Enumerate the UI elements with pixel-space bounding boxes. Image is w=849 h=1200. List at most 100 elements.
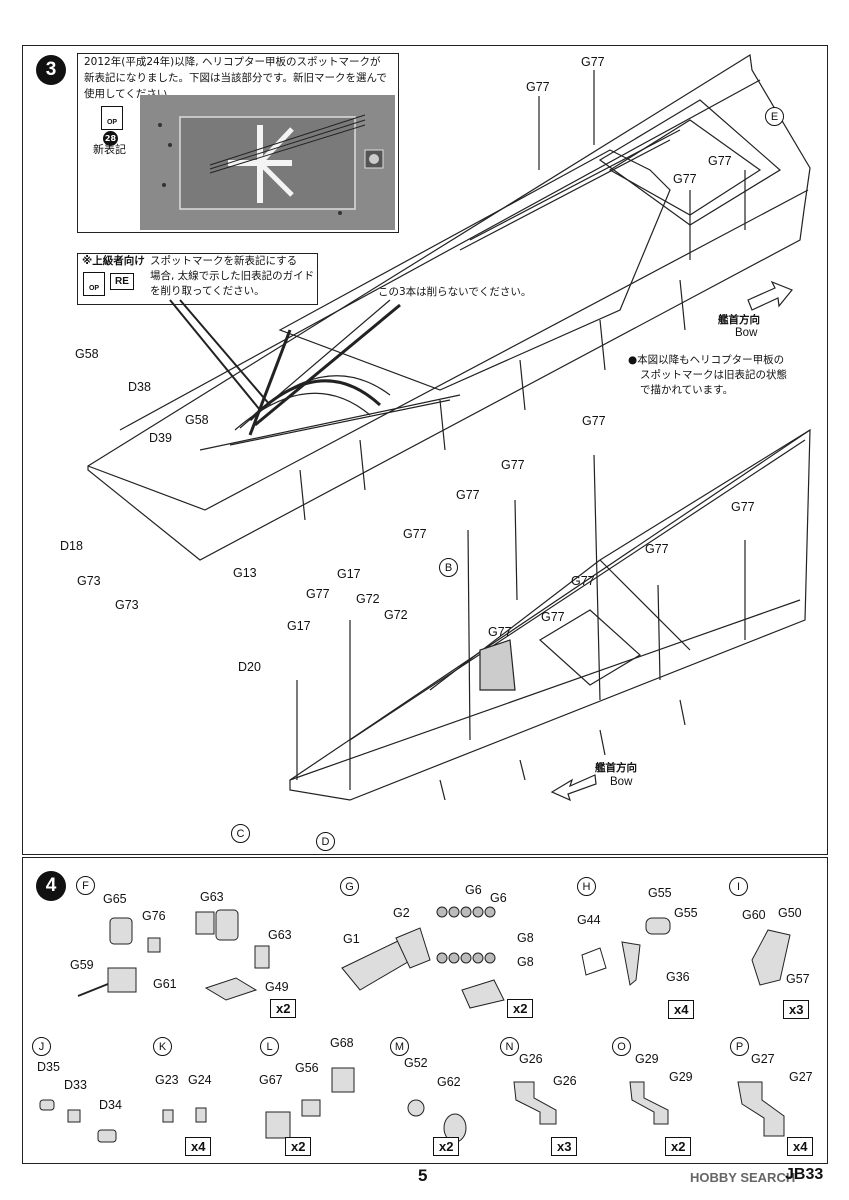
- part-label: D34: [99, 1098, 122, 1112]
- part-label: G72: [384, 608, 408, 622]
- old-mark-note-line-2: スポットマークは旧表記の状態: [640, 369, 787, 381]
- part-label: G77: [501, 458, 525, 472]
- quantity-badge: x4: [185, 1137, 212, 1156]
- part-label: G59: [70, 958, 94, 972]
- part-label: G26: [519, 1052, 543, 1066]
- quantity-badge: x2: [285, 1137, 312, 1156]
- part-label: G61: [153, 977, 177, 991]
- quantity-badge: x2: [665, 1137, 692, 1156]
- sub-assembly-k-marker: K: [153, 1037, 172, 1056]
- sub-assembly-d-marker: D: [316, 832, 335, 851]
- page-number: 5: [418, 1166, 428, 1185]
- part-label: G55: [674, 906, 698, 920]
- sub-assembly-o-marker: O: [612, 1037, 631, 1056]
- quantity-badge: x4: [668, 1000, 695, 1019]
- sub-assembly-n-marker: N: [500, 1037, 519, 1056]
- part-label: G77: [708, 154, 732, 168]
- part-label: G17: [337, 567, 361, 581]
- part-label: G6: [490, 891, 507, 905]
- part-label: G29: [669, 1070, 693, 1084]
- part-label: G58: [75, 347, 99, 361]
- part-label: G77: [541, 610, 565, 624]
- part-label: G49: [265, 980, 289, 994]
- sub-assembly-c-marker: C: [231, 824, 250, 843]
- quantity-badge: x2: [433, 1137, 460, 1156]
- part-label: D33: [64, 1078, 87, 1092]
- sub-assembly-i-marker: I: [729, 877, 748, 896]
- part-label: G77: [582, 414, 606, 428]
- part-label: G26: [553, 1074, 577, 1088]
- quantity-badge: x2: [507, 999, 534, 1018]
- part-label: D38: [128, 380, 151, 394]
- part-label: G67: [259, 1073, 283, 1087]
- part-label: G13: [233, 566, 257, 580]
- part-label: G73: [115, 598, 139, 612]
- part-label: G2: [393, 906, 410, 920]
- part-label: G77: [456, 488, 480, 502]
- advanced-op-icon: OP: [83, 272, 105, 296]
- part-label: G76: [142, 909, 166, 923]
- sub-assembly-f-marker: F: [76, 876, 95, 895]
- sub-assembly-p-marker: P: [730, 1037, 749, 1056]
- part-label: G24: [188, 1073, 212, 1087]
- sub-assembly-h-marker: H: [577, 877, 596, 896]
- part-label: G73: [77, 574, 101, 588]
- part-label: G77: [673, 172, 697, 186]
- sub-assembly-g-marker: G: [340, 877, 359, 896]
- part-label: G56: [295, 1061, 319, 1075]
- inset-op-icon: OP: [101, 106, 123, 130]
- step4-number: 4: [36, 871, 66, 901]
- part-label: G50: [778, 906, 802, 920]
- part-label: G55: [648, 886, 672, 900]
- step4-frame: [22, 857, 828, 1164]
- part-label: G63: [200, 890, 224, 904]
- hobby-search-watermark: HOBBY SEARCH: [690, 1170, 796, 1185]
- part-label: G63: [268, 928, 292, 942]
- bow-label-jp-upper: 艦首方向: [718, 314, 760, 326]
- part-label: G68: [330, 1036, 354, 1050]
- sub-assembly-l-marker: L: [260, 1037, 279, 1056]
- part-label: D35: [37, 1060, 60, 1074]
- sub-assembly-e-marker: E: [765, 107, 784, 126]
- quantity-badge: x4: [787, 1137, 814, 1156]
- part-label: G52: [404, 1056, 428, 1070]
- quantity-badge: x2: [270, 999, 297, 1018]
- part-label: G77: [526, 80, 550, 94]
- part-label: G27: [789, 1070, 813, 1084]
- advanced-line-3: を削り取ってください。: [150, 285, 265, 297]
- step3-number: 3: [36, 55, 66, 85]
- part-label: G8: [517, 931, 534, 945]
- quantity-badge: x3: [551, 1137, 578, 1156]
- part-label: G44: [577, 913, 601, 927]
- bow-label-jp-lower: 艦首方向: [595, 762, 637, 774]
- part-label: G36: [666, 970, 690, 984]
- part-label: G62: [437, 1075, 461, 1089]
- part-label: G57: [786, 972, 810, 986]
- part-label: G65: [103, 892, 127, 906]
- part-label: D20: [238, 660, 261, 674]
- do-not-cut-note: この3本は削らないでください。: [378, 286, 532, 298]
- advanced-line-2: 場合, 太線で示した旧表記のガイド: [150, 270, 315, 282]
- part-label: G8: [517, 955, 534, 969]
- part-label: G58: [185, 413, 209, 427]
- part-label: G23: [155, 1073, 179, 1087]
- kit-code: JB33: [785, 1166, 824, 1183]
- sub-assembly-m-marker: M: [390, 1037, 409, 1056]
- bow-label-en-upper: Bow: [735, 327, 758, 339]
- bow-label-en-lower: Bow: [610, 776, 633, 788]
- part-label: G77: [403, 527, 427, 541]
- part-label: G77: [645, 542, 669, 556]
- part-label: G77: [571, 574, 595, 588]
- part-label: G77: [581, 55, 605, 69]
- sub-assembly-j-marker: J: [32, 1037, 51, 1056]
- advanced-re-icon: RE: [110, 273, 134, 290]
- advanced-title: ※上級者向け: [82, 255, 145, 267]
- part-label: D18: [60, 539, 83, 553]
- advanced-line-1: スポットマークを新表記にする: [150, 255, 298, 267]
- part-label: G27: [751, 1052, 775, 1066]
- part-label: G72: [356, 592, 380, 606]
- old-mark-note-line-1: ●本図以降もヘリコプター甲板の: [628, 354, 785, 366]
- quantity-badge: x3: [783, 1000, 810, 1019]
- part-label: G77: [731, 500, 755, 514]
- step3-note-line-1: 2012年(平成24年)以降, ヘリコプター甲板のスポットマークが: [84, 56, 381, 68]
